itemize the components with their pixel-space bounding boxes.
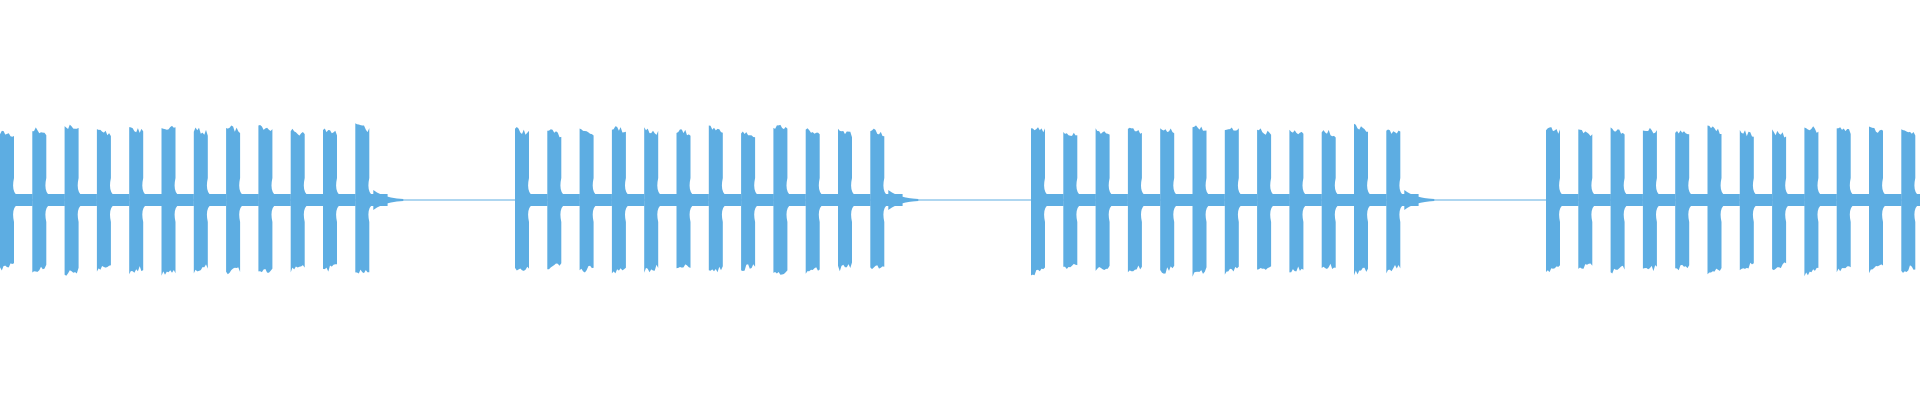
- waveform-burst: [579, 128, 598, 273]
- waveform-connector: [304, 194, 323, 206]
- waveform-burst: [741, 131, 760, 271]
- waveform-decay-tail: [373, 190, 404, 210]
- waveform-connector: [1624, 194, 1643, 206]
- waveform-connector: [1368, 194, 1387, 206]
- waveform-connector: [755, 194, 774, 206]
- waveform-burst: [838, 128, 856, 272]
- waveform-connector: [819, 194, 838, 206]
- waveform-burst: [161, 125, 180, 276]
- waveform-connector: [272, 194, 291, 206]
- waveform-burst: [64, 124, 83, 276]
- waveform-burst: [644, 127, 663, 273]
- waveform-connector: [1271, 194, 1290, 206]
- waveform-connector: [1786, 194, 1805, 206]
- waveform-burst: [1675, 130, 1694, 271]
- waveform-connector: [625, 194, 645, 206]
- waveform-burst: [1192, 125, 1211, 277]
- waveform-connector: [1045, 194, 1064, 206]
- waveform-connector: [852, 194, 871, 206]
- waveform-connector: [1818, 194, 1837, 206]
- waveform-connector: [1335, 194, 1354, 206]
- waveform-burst: [515, 127, 533, 271]
- waveform-connector: [1303, 194, 1322, 206]
- waveform-burst: [676, 129, 695, 269]
- waveform-connector: [722, 194, 742, 206]
- waveform-burst: [226, 125, 245, 275]
- waveform-connector: [143, 194, 162, 206]
- waveform-burst: [773, 124, 792, 275]
- waveform-burst: [1739, 130, 1758, 271]
- waveform-burst: [32, 127, 51, 273]
- waveform-connector: [1915, 194, 1920, 206]
- waveform-burst: [129, 127, 148, 275]
- waveform-connector: [14, 194, 33, 206]
- waveform-burst: [1095, 128, 1114, 271]
- waveform-burst: [355, 123, 374, 274]
- waveform-bursts: [0, 123, 1920, 277]
- waveform-connector: [1141, 194, 1161, 206]
- waveform-burst: [323, 128, 341, 272]
- waveform-connector: [1077, 194, 1096, 206]
- waveform-burst: [1386, 129, 1405, 274]
- waveform-burst: [1610, 127, 1629, 274]
- waveform-burst: [258, 125, 277, 273]
- waveform-burst: [870, 128, 889, 270]
- waveform-burst: [96, 129, 115, 272]
- waveform-burst: [805, 128, 824, 274]
- waveform-burst: [1321, 129, 1340, 269]
- waveform-connector: [78, 194, 97, 206]
- waveform-burst: [193, 127, 212, 274]
- waveform-burst: [1160, 128, 1179, 274]
- waveform-connector: [1109, 194, 1128, 206]
- waveform-burst: [1772, 129, 1791, 271]
- waveform-burst: [1642, 127, 1661, 272]
- waveform-burst: [1836, 127, 1855, 273]
- waveform-connector: [175, 194, 194, 206]
- waveform-connector: [1656, 194, 1676, 206]
- waveform-burst: [290, 128, 309, 273]
- waveform-burst: [1707, 125, 1726, 275]
- waveform-burst: [1031, 127, 1049, 276]
- waveform-connector: [593, 194, 612, 206]
- waveform-burst: [0, 130, 18, 271]
- waveform-decay-tail: [888, 190, 919, 210]
- waveform-connector: [240, 194, 259, 206]
- waveform-decay-tail: [1404, 190, 1435, 210]
- waveform-connector: [1206, 194, 1225, 206]
- waveform-burst: [1869, 126, 1887, 274]
- waveform-connector: [529, 194, 548, 206]
- waveform-burst: [1901, 129, 1920, 273]
- waveform-connector: [1174, 194, 1193, 206]
- waveform-burst: [1127, 127, 1146, 273]
- waveform-connector: [1689, 194, 1708, 206]
- waveform-connector: [787, 194, 806, 206]
- waveform-connector: [207, 194, 227, 206]
- waveform-connector: [561, 194, 580, 206]
- waveform-connector: [1850, 194, 1869, 206]
- waveform-burst: [1257, 128, 1276, 270]
- waveform-burst: [708, 125, 727, 273]
- waveform-connector: [1883, 194, 1902, 206]
- waveform-connector: [110, 194, 130, 206]
- waveform-connector: [1238, 194, 1258, 206]
- waveform-burst: [1289, 129, 1308, 273]
- waveform-burst: [1546, 127, 1564, 273]
- waveform-burst: [1354, 123, 1372, 276]
- waveform-connector: [690, 194, 709, 206]
- waveform-burst: [1063, 132, 1082, 269]
- waveform-connector: [337, 194, 356, 206]
- waveform-connector: [1592, 194, 1611, 206]
- waveform-connector: [1560, 194, 1579, 206]
- waveform-burst: [1578, 129, 1597, 269]
- waveform-burst: [547, 129, 566, 270]
- waveform-connector: [46, 194, 65, 206]
- waveform-burst: [1804, 126, 1823, 277]
- waveform-connector: [1753, 194, 1773, 206]
- waveform-burst: [1224, 127, 1243, 275]
- waveform-connector: [658, 194, 677, 206]
- waveform-connector: [1721, 194, 1740, 206]
- waveform-burst: [611, 126, 630, 274]
